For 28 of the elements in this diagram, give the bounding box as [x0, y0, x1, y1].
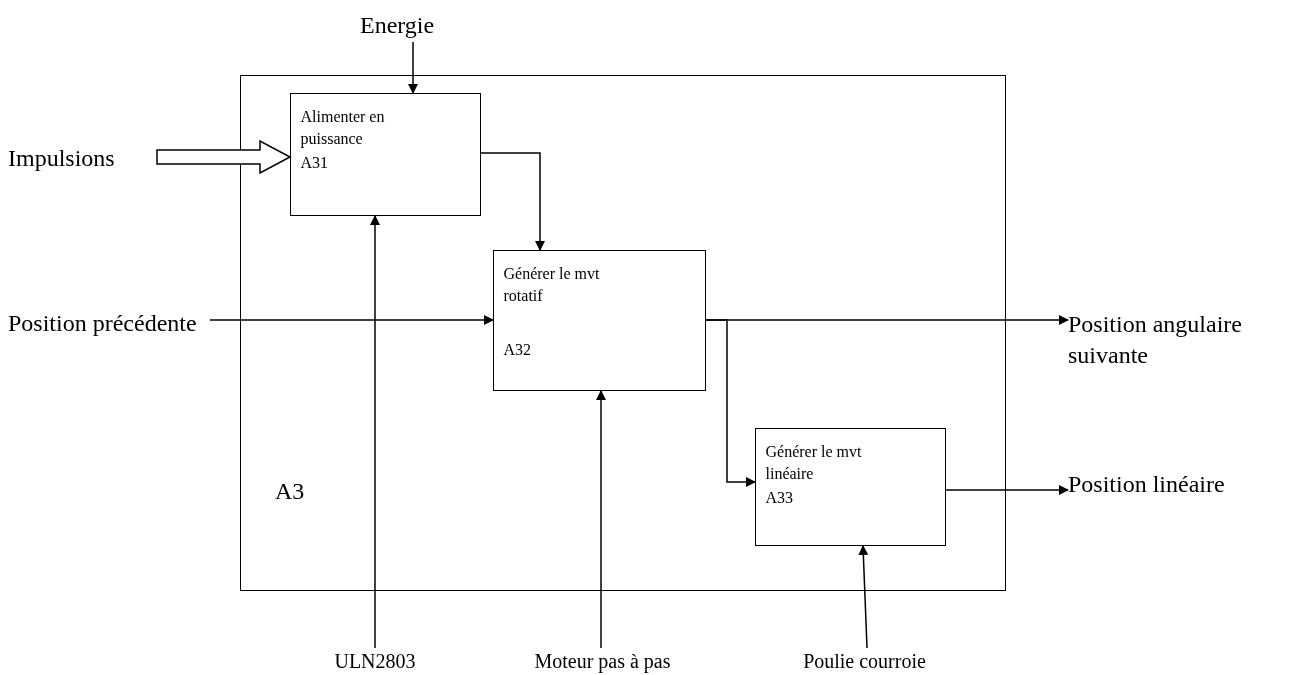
activity-box [289, 92, 481, 216]
arrow [209, 315, 494, 325]
arrow [480, 152, 545, 251]
activity-box [754, 427, 946, 546]
diagram-frame [240, 75, 1006, 591]
activity-label: Générer le mvt linéaire [765, 441, 863, 484]
flow-label: Position linéaire [1068, 469, 1226, 499]
activity-id: A31 [300, 152, 330, 173]
activity-label: Générer le mvt rotatif [503, 263, 601, 306]
arrow [370, 215, 380, 649]
flow-label: Impulsions [8, 143, 116, 173]
activity-label: Alimenter en puissance [300, 106, 386, 150]
mechanism-label: Poulie courroie [802, 649, 927, 674]
flow-label: Position précédente [8, 308, 198, 338]
activity-box [492, 249, 706, 391]
block-arrow [156, 139, 292, 175]
arrow [858, 545, 869, 649]
flow-label: Position angulaire suivante [1068, 310, 1243, 370]
mechanism-label: Moteur pas à pas [533, 649, 672, 674]
arrow [596, 390, 606, 649]
arrow [945, 485, 1069, 495]
activity-id: A32 [503, 339, 533, 360]
arrow [705, 319, 756, 487]
flow-label: Energie [360, 10, 436, 40]
mechanism-label: ULN2803 [333, 649, 417, 674]
activity-id: A33 [765, 487, 795, 508]
arrow [408, 41, 418, 94]
diagram-id: A3 [275, 477, 305, 506]
